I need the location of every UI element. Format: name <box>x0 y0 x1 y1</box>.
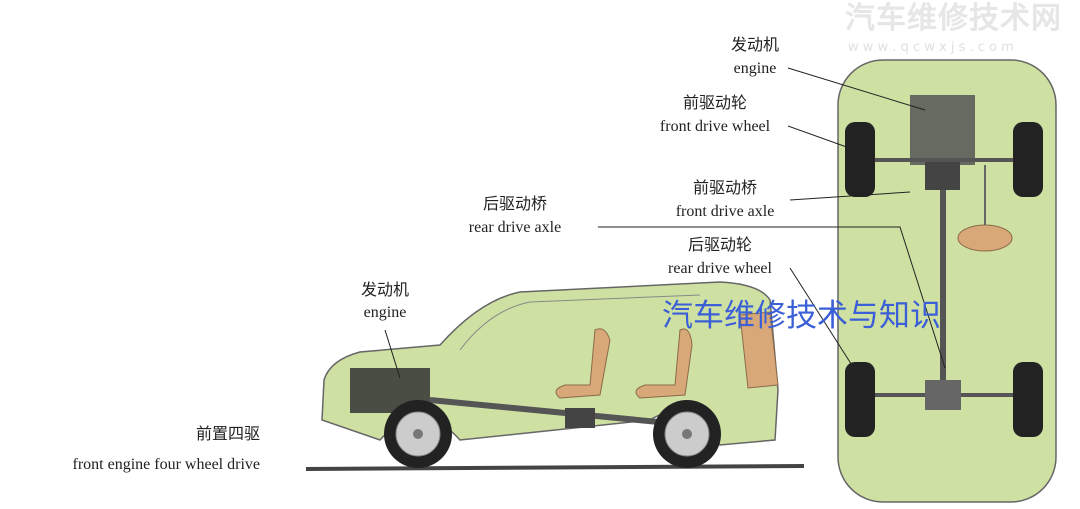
front-wheel-cn: 前驱动轮 <box>682 95 747 112</box>
top-wheel-rr <box>1013 362 1043 437</box>
window-outline <box>459 294 701 351</box>
front-axle-cn: 前驱动桥 <box>692 180 757 197</box>
leader-lines <box>384 67 946 379</box>
side-engine-cn: 发动机 <box>360 282 409 299</box>
rear-wheel-en: rear drive wheel <box>668 260 772 277</box>
watermark-title: 汽车维修技术网 <box>845 1 1062 36</box>
fuel-tank <box>957 224 1013 252</box>
front-wheel-en: front drive wheel <box>659 118 771 135</box>
top-wheel-rl <box>845 362 875 437</box>
overlay-caption: 汽车维修技术与知识 <box>662 298 941 334</box>
side-driveshaft <box>429 397 691 428</box>
rear-axle-en: rear drive axle <box>468 219 562 236</box>
ground-line <box>305 464 805 471</box>
top-view-body <box>837 59 1057 503</box>
rear-wheel-cn: 后驱动轮 <box>687 237 752 254</box>
spare-panel <box>739 311 779 389</box>
rear-axle-cn: 后驱动桥 <box>482 196 547 213</box>
front-seat <box>555 328 611 399</box>
side-transfer-case <box>565 408 595 428</box>
layout-cn: 前置四驱 <box>195 426 260 443</box>
watermark-url: w w w . q c w x j s . c o m <box>848 40 1014 55</box>
top-transmission <box>925 160 960 190</box>
top-wheel-fl <box>845 122 875 197</box>
top-wheel-fr <box>1013 122 1043 197</box>
front-axle-en: front drive axle <box>675 203 775 220</box>
top-engine-en: engine <box>733 60 777 77</box>
top-engine-cn: 发动机 <box>730 37 779 54</box>
layout-en: front engine four wheel drive <box>72 456 260 473</box>
top-engine <box>910 95 975 165</box>
rear-seat <box>635 328 693 399</box>
side-engine-en: engine <box>363 304 407 321</box>
top-rear-differential <box>925 380 961 410</box>
side-rear-wheel <box>653 400 721 468</box>
side-front-wheel <box>384 400 452 468</box>
